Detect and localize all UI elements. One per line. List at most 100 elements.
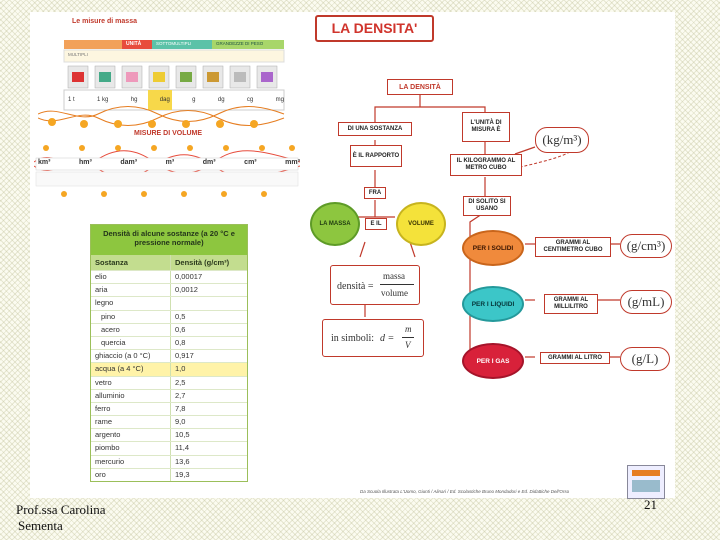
volume-unit: mm³ — [285, 159, 300, 166]
node-e-il: E IL — [365, 218, 387, 230]
density-value: 0,917 — [175, 351, 194, 361]
density-value: 10,5 — [175, 430, 190, 440]
mass-values-row: 1 t 1 kg hg dag g dg cg mg — [68, 97, 284, 103]
substance-name: acqua (a 4 °C) — [91, 363, 171, 376]
symbols-v: V — [405, 340, 411, 350]
density-value: 19,3 — [175, 469, 190, 479]
formula-numerator: massa — [383, 271, 405, 281]
density-value: 0,00017 — [175, 272, 203, 281]
unit-g-l: (g/L) — [620, 347, 670, 371]
mass-value: 1 kg — [97, 97, 109, 103]
mass-headers-multipli: MULTIPLI — [68, 52, 88, 57]
substance-name: quercia — [91, 336, 171, 350]
page-number: 21 — [644, 497, 657, 512]
mass-headers-sottomultipli: SOTTOMULTIPLI — [156, 41, 192, 46]
volume-units-row: km³ hm³ dam³ m³ dm³ cm³ mm³ — [38, 159, 300, 166]
mass-value: hg — [130, 97, 138, 103]
mass-measures-graphic — [38, 40, 285, 128]
node-la-massa: LA MASSA — [310, 202, 360, 246]
substance-name: ghiaccio (a 0 °C) — [91, 350, 171, 363]
substance-name: ferro — [91, 402, 171, 416]
volume-measures-panel: MISURE DI VOLUME km³ hm³ dam³ m³ dm³ cm³… — [34, 130, 300, 202]
density-value: 9,0 — [175, 417, 186, 427]
mass-headers-grandezze: GRANDEZZE DI PESO — [216, 41, 264, 46]
mass-value: g — [192, 97, 196, 103]
substance-name: argento — [91, 429, 171, 442]
density-table-title: Densità di alcune sostanze (a 20 °C e pr… — [91, 225, 247, 255]
volume-unit: km³ — [38, 159, 51, 166]
credit-text: Da Scuola Illustrata L'Uomo, Giunti / Al… — [360, 489, 570, 494]
mass-panel-title: Le misure di massa — [72, 18, 137, 25]
symbols-d: d = — [380, 333, 395, 344]
table-row: elio 0,00017 — [91, 270, 247, 284]
mass-value: dg — [217, 97, 225, 103]
volume-unit: cm³ — [244, 159, 257, 166]
node-grammi-l: GRAMMI AL LITRO — [540, 352, 610, 364]
table-row: ghiaccio (a 0 °C) 0,917 — [91, 349, 247, 363]
symbols-label: in simboli: — [331, 333, 375, 344]
column-header-densita: Densità (g/cm³) — [175, 258, 230, 267]
node-il-kilogrammo: IL KILOGRAMMO AL METRO CUBO — [450, 154, 522, 176]
mass-value: 1 t — [68, 97, 75, 103]
table-row: argento 10,5 — [91, 428, 247, 442]
density-value: 11,4 — [175, 443, 190, 453]
unit-kg-m3: (kg/m³) — [535, 127, 589, 153]
node-unita-di-misura: L'UNITÀ DI MISURA È — [462, 112, 510, 142]
column-header-sostanza: Sostanza — [91, 255, 171, 270]
substance-name: oro — [91, 468, 171, 481]
map-title: LA DENSITA' — [315, 15, 434, 42]
slide-image: Le misure di massa — [30, 12, 675, 499]
unit-g-cm3: (g/cm³) — [620, 234, 672, 258]
volume-unit: m³ — [165, 159, 175, 166]
density-formula: densità = massa volume — [330, 265, 420, 305]
volume-unit: hm³ — [79, 159, 92, 166]
book-cover-image — [627, 465, 665, 499]
density-value: 0,5 — [175, 311, 186, 321]
substance-name: aria — [91, 284, 171, 297]
node-per-i-gas: PER I GAS — [462, 343, 524, 379]
table-row: oro 19,3 — [91, 467, 247, 481]
table-row: acqua (a 4 °C) 1,0 — [91, 362, 247, 376]
table-row: legno — [91, 296, 247, 310]
mass-value: cg — [246, 97, 254, 103]
density-value: 1,0 — [175, 364, 186, 374]
node-di-solito: DI SOLITO SI USANO — [463, 196, 511, 216]
node-di-una-sostanza: DI UNA SOSTANZA — [338, 122, 412, 136]
density-value: 2,7 — [175, 390, 186, 400]
node-e-il-rapporto: È IL RAPPORTO — [350, 145, 402, 167]
symbols-m: m — [405, 324, 412, 334]
formula-label: densità = — [337, 281, 374, 292]
node-grammi-cm3: GRAMMI AL CENTIMETRO CUBO — [535, 237, 611, 257]
density-table: Densità di alcune sostanze (a 20 °C e pr… — [90, 224, 248, 482]
node-grammi-ml: GRAMMI AL MILLILITRO — [544, 294, 598, 314]
node-per-i-solidi: PER I SOLIDI — [462, 230, 524, 266]
unit-g-ml: (g/mL) — [620, 290, 672, 314]
volume-unit: dm³ — [202, 159, 216, 166]
symbols-fraction-bar — [402, 337, 414, 338]
density-symbols: in simboli: d = m V — [322, 319, 424, 357]
author-line-2: Sementa — [18, 518, 63, 533]
substance-name: legno — [91, 297, 171, 310]
author-line-1: Prof.ssa Carolina — [16, 502, 106, 517]
substance-name: piombo — [91, 442, 171, 455]
formula-fraction-bar — [380, 284, 414, 285]
substance-name: elio — [91, 271, 171, 284]
table-row: piombo 11,4 — [91, 441, 247, 455]
mass-headers-unita: UNITÀ — [126, 41, 142, 47]
table-row: aria 0,0012 — [91, 283, 247, 297]
volume-panel-title: MISURE DI VOLUME — [134, 130, 203, 137]
mass-measures-panel: Le misure di massa — [38, 14, 286, 132]
density-value: 0,0012 — [175, 285, 198, 295]
density-table-header: Sostanza Densità (g/cm³) — [91, 255, 247, 270]
substance-name: vetro — [91, 376, 171, 389]
density-value: 7,8 — [175, 403, 186, 413]
node-volume: VOLUME — [396, 202, 446, 246]
node-per-i-liquidi: PER I LIQUIDI — [462, 286, 524, 322]
formula-denominator: volume — [381, 288, 408, 298]
